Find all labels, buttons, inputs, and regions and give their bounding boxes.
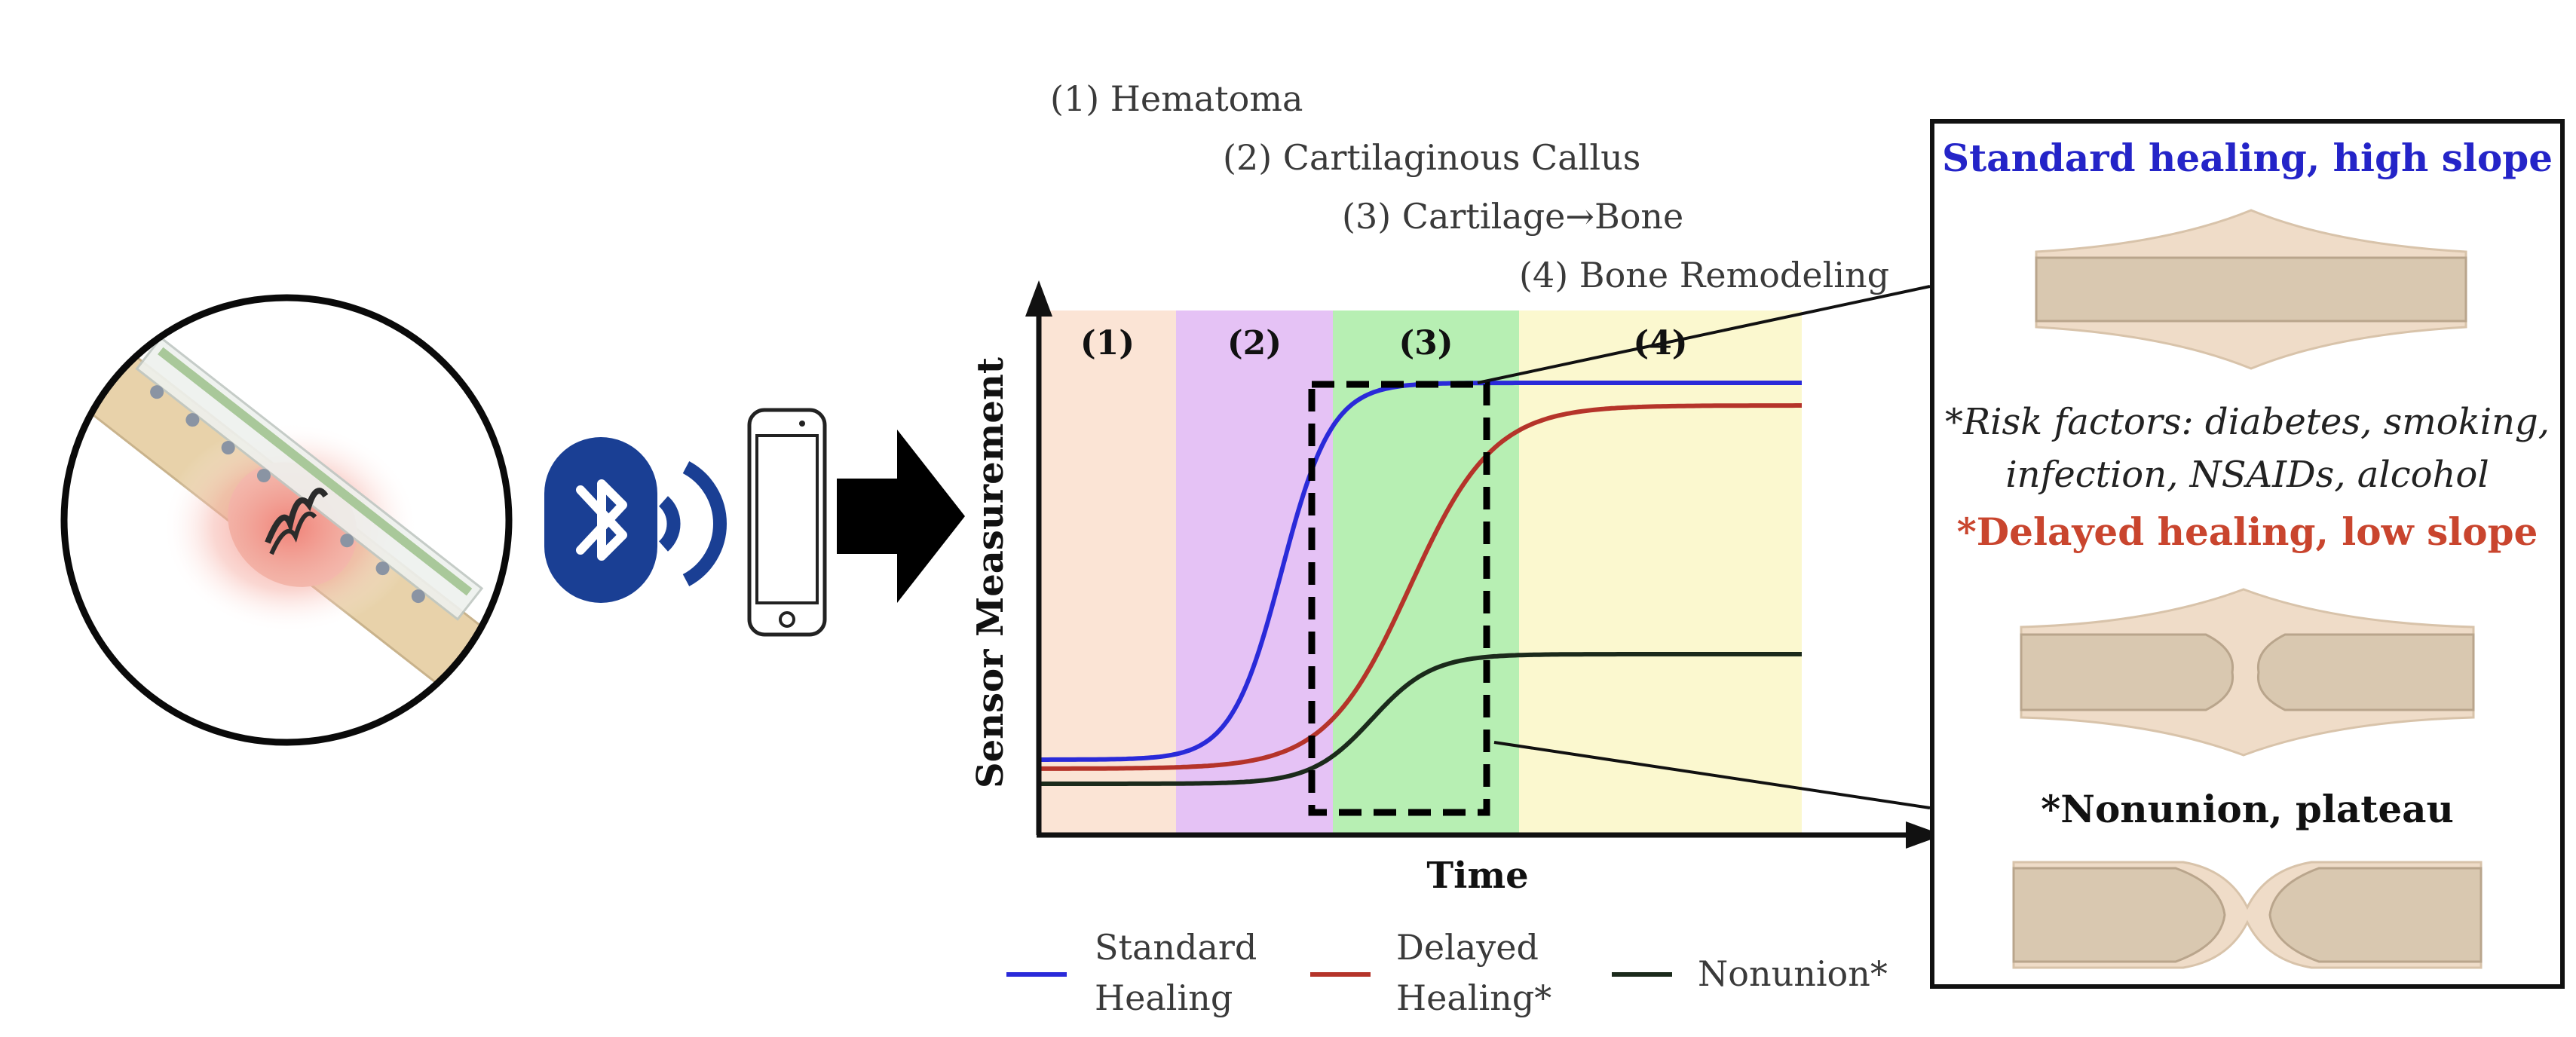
legend-swatch-delayed <box>1310 972 1371 977</box>
region-label-1: (1) <box>1080 324 1135 362</box>
phase-label-hematoma: (1) Hematoma <box>1050 78 1303 119</box>
legend-swatch-nonunion <box>1612 972 1672 977</box>
phase-region-2 <box>1176 310 1333 835</box>
legend-label-nonunion: Nonunion* <box>1698 953 1888 994</box>
standard-bone-illustration <box>2035 209 2467 370</box>
risk-factors-line-2: infection, NSAIDs, alcohol <box>2005 454 2489 496</box>
legend-label-standard-2: Healing <box>1095 977 1233 1018</box>
phase-label-cartilaginous-callus: (2) Cartilaginous Callus <box>1223 137 1641 178</box>
arrow-right-icon <box>837 430 965 603</box>
region-label-2: (2) <box>1227 324 1282 362</box>
smartphone-icon <box>747 408 827 637</box>
y-axis-label: Sensor Measurement <box>969 357 1012 788</box>
healing-curve-chart: (1) (2) (3) (4) Sensor Measurement Time <box>969 280 1943 897</box>
outcome-panel: Standard healing, high slope *Risk facto… <box>1930 119 2565 989</box>
callout-line-top <box>1477 285 1931 384</box>
delayed-bone-illustration <box>2020 588 2475 757</box>
nonunion-bone-illustration <box>2012 861 2483 969</box>
y-axis-arrow <box>1025 280 1052 317</box>
series-line-delayed-healing <box>1039 403 1802 771</box>
phase-region-3 <box>1333 310 1519 835</box>
risk-factors-line-1: *Risk factors: diabetes, smoking, <box>1945 401 2550 443</box>
series-line-nonunion <box>1039 652 1802 786</box>
bluetooth-icon <box>544 437 657 603</box>
nonunion-title: *Nonunion, plateau <box>2041 787 2454 831</box>
highlight-box <box>1308 381 1490 816</box>
delayed-healing-title: *Delayed healing, low slope <box>1956 509 2538 554</box>
phase-region-4 <box>1519 310 1802 835</box>
phase-label-bone-remodeling: (4) Bone Remodeling <box>1519 255 1890 295</box>
x-axis-label: Time <box>1426 855 1528 897</box>
legend-swatch-standard <box>1006 972 1067 977</box>
callout-line-bottom <box>1493 741 1931 809</box>
standard-healing-title: Standard healing, high slope <box>1941 136 2553 180</box>
x-axis-arrow <box>1906 821 1943 849</box>
sensor-implant-illustration <box>60 294 513 746</box>
region-label-4: (4) <box>1633 324 1687 362</box>
legend-label-delayed-2: Healing* <box>1396 977 1552 1018</box>
region-label-3: (3) <box>1398 324 1453 362</box>
signal-waves-icon <box>658 461 727 586</box>
legend-label-standard-1: Standard <box>1095 927 1257 968</box>
phase-label-cartilage-bone: (3) Cartilage→Bone <box>1342 196 1684 237</box>
phase-region-1 <box>1039 310 1176 835</box>
legend-label-delayed-1: Delayed <box>1396 927 1539 968</box>
